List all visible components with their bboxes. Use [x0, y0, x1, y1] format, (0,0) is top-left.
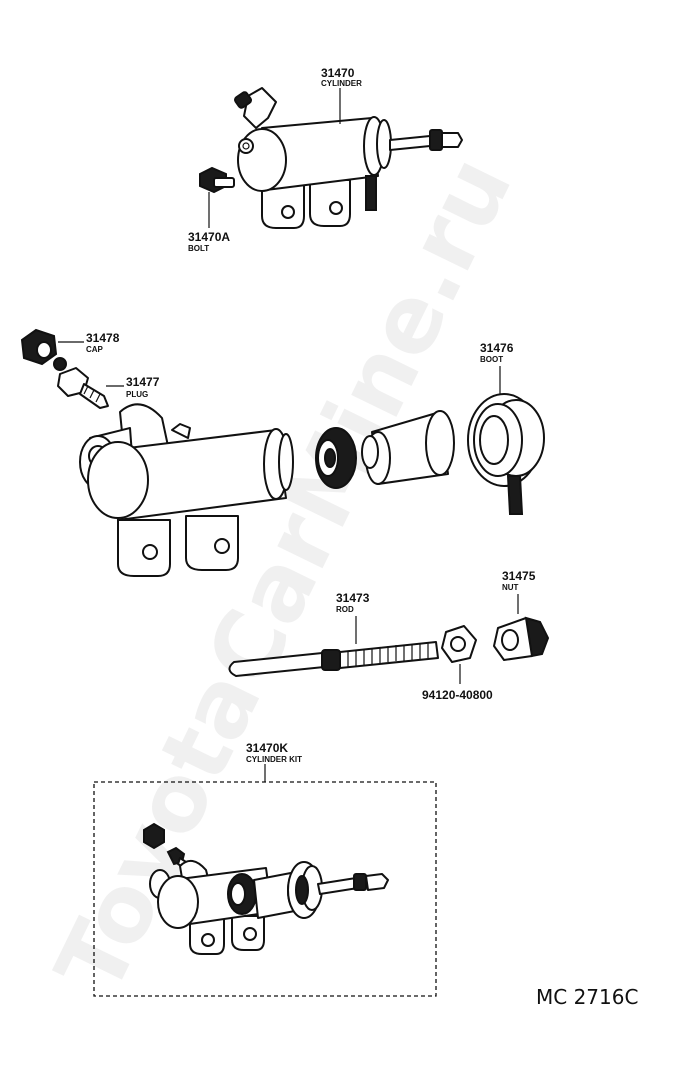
label-boot-number: 31476: [480, 341, 514, 355]
label-hex-nut-number: 94120-40800: [422, 688, 493, 702]
cylinder-kit-box[interactable]: [93, 781, 437, 997]
label-cap-number: 31478: [86, 331, 120, 345]
label-kit-number: 31470K: [246, 741, 288, 755]
cap-part[interactable]: [20, 328, 58, 366]
label-bolt-name: BOLT: [188, 244, 209, 253]
plug-part[interactable]: [53, 357, 109, 409]
label-plug-number: 31477: [126, 375, 160, 389]
reference-code: MC 2716C: [536, 985, 638, 1009]
label-rod-number: 31473: [336, 591, 370, 605]
label-cap-name: CAP: [86, 345, 104, 354]
label-kit-name: CYLINDER KIT: [246, 755, 302, 764]
cylinder-body[interactable]: [79, 403, 294, 577]
label-plug-name: PLUG: [126, 390, 148, 399]
label-rod-name: ROD: [336, 605, 354, 614]
piston[interactable]: [361, 410, 455, 485]
hex-nut-part[interactable]: [441, 625, 477, 663]
nut-part[interactable]: [493, 616, 550, 661]
label-cylinder-number: 31470: [321, 66, 355, 80]
cylinder-assembly-top[interactable]: [234, 87, 463, 229]
piston-cup[interactable]: [315, 427, 357, 489]
kit-contents[interactable]: [143, 822, 389, 955]
label-boot-name: BOOT: [480, 355, 503, 364]
boot-part[interactable]: [467, 393, 545, 515]
rod-part[interactable]: [228, 641, 439, 677]
label-bolt-number: 31470A: [188, 230, 230, 244]
label-cylinder-name: CYLINDER: [321, 79, 362, 88]
label-nut-name: NUT: [502, 583, 519, 592]
bolt-part[interactable]: [199, 166, 235, 194]
label-nut-number: 31475: [502, 569, 536, 583]
